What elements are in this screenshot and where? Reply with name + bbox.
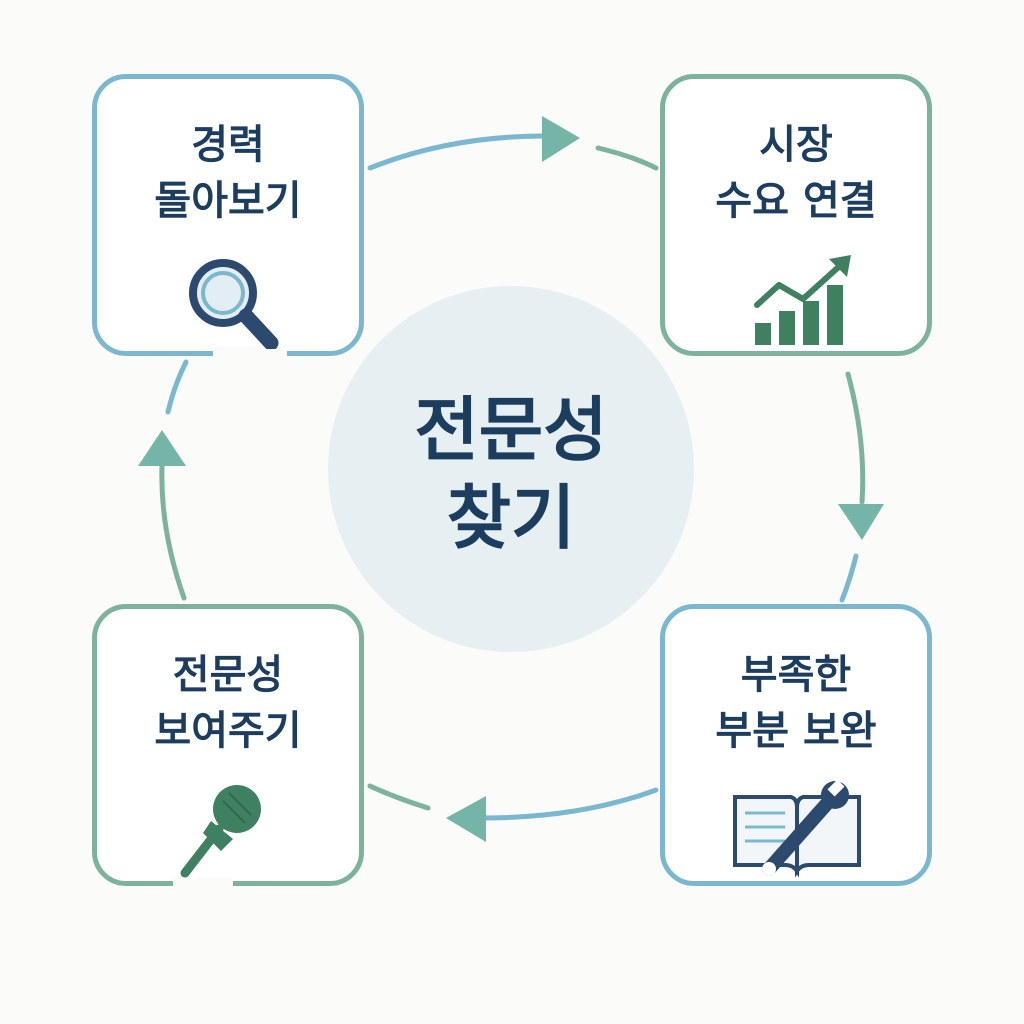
step-label-line1: 경력: [191, 122, 265, 168]
step-label-line1: 전문성: [172, 652, 284, 698]
connector-right-tail: [839, 553, 859, 603]
step-market-demand: 시장 수요 연결: [660, 74, 932, 356]
step-label-line2: 돌아보기: [154, 178, 302, 224]
connector-bottom: [479, 787, 659, 821]
step-label-line2: 부분 보완: [715, 708, 877, 754]
step-career-review: 경력 돌아보기: [92, 74, 364, 360]
arrowhead-right: [838, 504, 884, 540]
center-title-line1: 전문성: [414, 389, 608, 471]
step-label: 부족한 부분 보완: [665, 647, 927, 759]
arrowhead-left: [138, 430, 186, 466]
step-label-line2: 수요 연결: [715, 178, 877, 224]
step-show-expertise: 전문성 보여주기: [92, 604, 364, 890]
connector-left: [159, 463, 187, 601]
step-fill-gaps: 부족한 부분 보완: [660, 604, 932, 886]
step-label: 시장 수요 연결: [665, 117, 927, 229]
arrowhead-top: [542, 116, 580, 162]
box-gap: [213, 347, 287, 360]
step-label: 경력 돌아보기: [97, 117, 359, 229]
book-wrench-icon: [733, 779, 861, 878]
center-circle: 전문성 찾기: [328, 286, 694, 652]
growth-chart-icon: [754, 255, 851, 345]
connector-top: [367, 133, 548, 171]
center-title: 전문성 찾기: [328, 386, 694, 562]
step-label-line2: 보여주기: [154, 708, 302, 754]
connector-top-tail: [595, 145, 659, 171]
connector-bottom-tail: [367, 783, 431, 811]
connector-right: [845, 371, 866, 505]
step-label: 전문성 보여주기: [97, 647, 359, 759]
center-title-line2: 찾기: [446, 477, 576, 559]
connector-left-tail: [165, 359, 189, 415]
box-gap: [173, 877, 233, 890]
magnifier-icon: [189, 259, 279, 349]
arrowhead-bottom: [446, 796, 486, 842]
step-label-line1: 시장: [759, 122, 833, 168]
microphone-icon: [180, 785, 261, 878]
step-label-line1: 부족한: [740, 652, 852, 698]
